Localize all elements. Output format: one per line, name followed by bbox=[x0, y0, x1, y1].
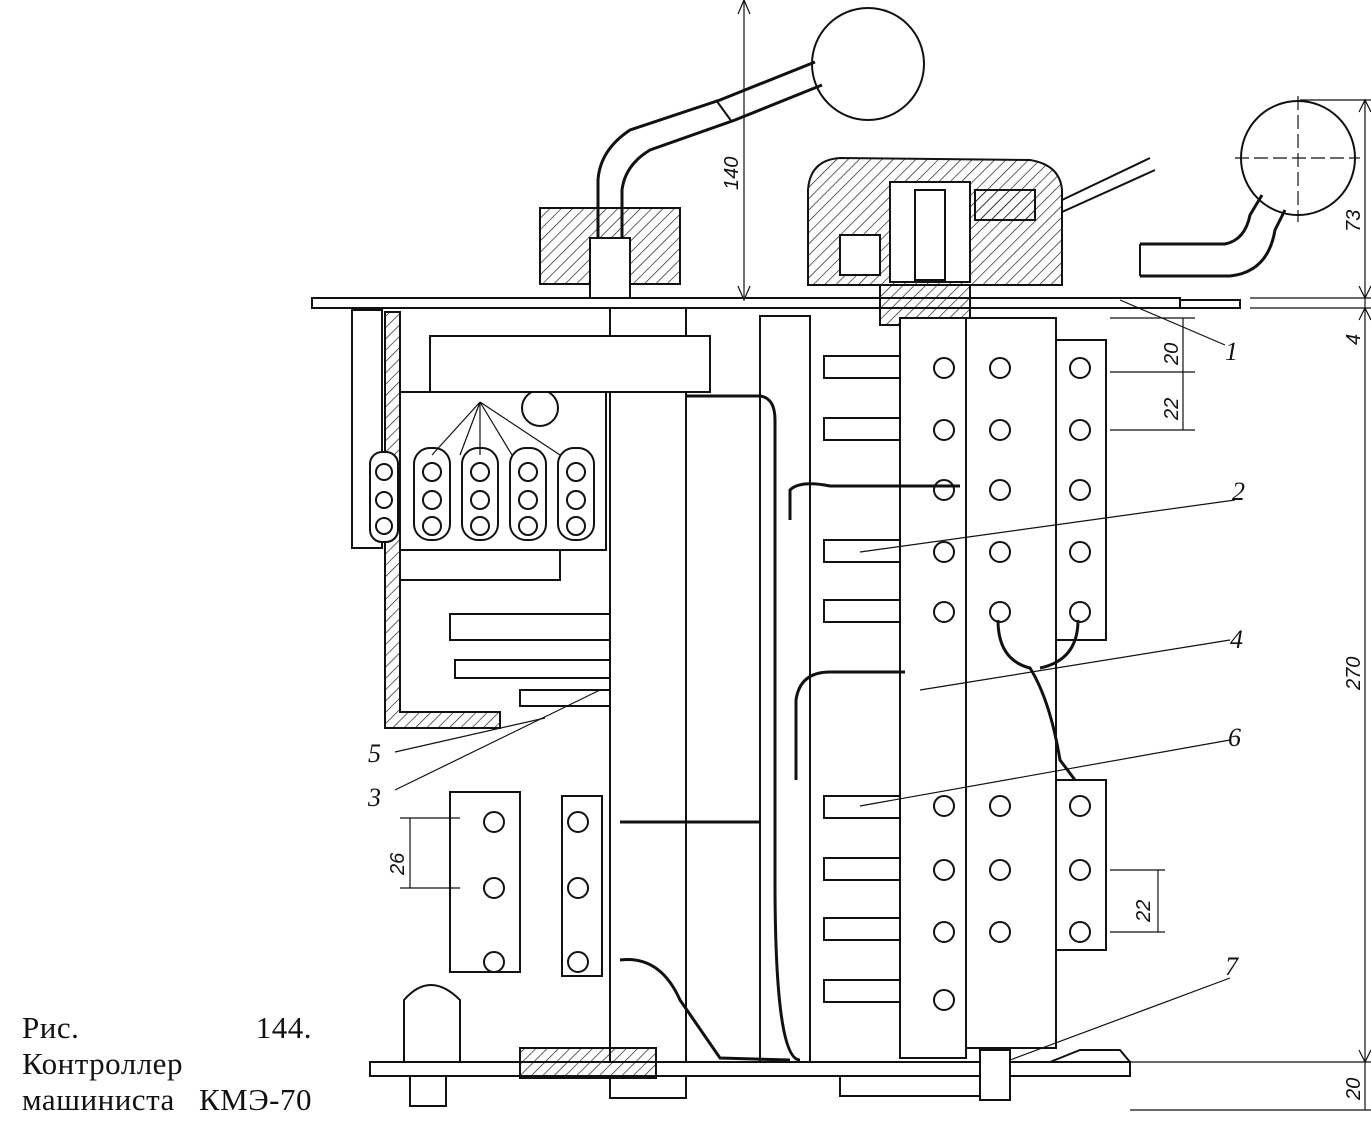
dim-4: 4 bbox=[1343, 334, 1365, 345]
main-handle bbox=[596, 7, 925, 245]
dim-22-top: 22 bbox=[1161, 398, 1183, 421]
figure-caption: Рис. 144. Контроллер машиниста КМЭ-70 bbox=[22, 1010, 312, 1117]
contact-bolts bbox=[933, 357, 1091, 1011]
reverser-drum bbox=[899, 317, 1107, 1059]
callout-4: 4 bbox=[1230, 625, 1243, 654]
cam-fingers bbox=[449, 355, 901, 1003]
dim-270: 270 bbox=[1343, 657, 1365, 691]
callout-2: 2 bbox=[1232, 477, 1245, 506]
callout-3: 3 bbox=[367, 783, 381, 812]
callout-1: 1 bbox=[1225, 337, 1238, 366]
dim-22-bottom: 22 bbox=[1133, 900, 1155, 923]
callout-5: 5 bbox=[368, 739, 381, 768]
dim-20-bottom: 20 bbox=[1343, 1078, 1365, 1101]
callout-6: 6 bbox=[1228, 723, 1241, 752]
fuse-terminals bbox=[369, 447, 595, 543]
callout-leaders bbox=[394, 299, 1236, 1061]
left-box bbox=[351, 309, 607, 729]
dim-26: 26 bbox=[387, 852, 409, 876]
top-cover bbox=[539, 156, 1156, 309]
wires bbox=[619, 394, 1080, 1062]
bottom-plate bbox=[369, 984, 1131, 1107]
callout-7: 7 bbox=[1225, 952, 1239, 981]
left-contact-block bbox=[449, 791, 603, 977]
dim-140: 140 bbox=[721, 157, 743, 190]
dim-20-top: 20 bbox=[1161, 343, 1183, 366]
reverser-handle bbox=[1139, 96, 1360, 278]
dim-73: 73 bbox=[1343, 210, 1365, 232]
dimension-lines bbox=[400, 0, 1371, 1111]
main-drum bbox=[429, 307, 811, 1099]
